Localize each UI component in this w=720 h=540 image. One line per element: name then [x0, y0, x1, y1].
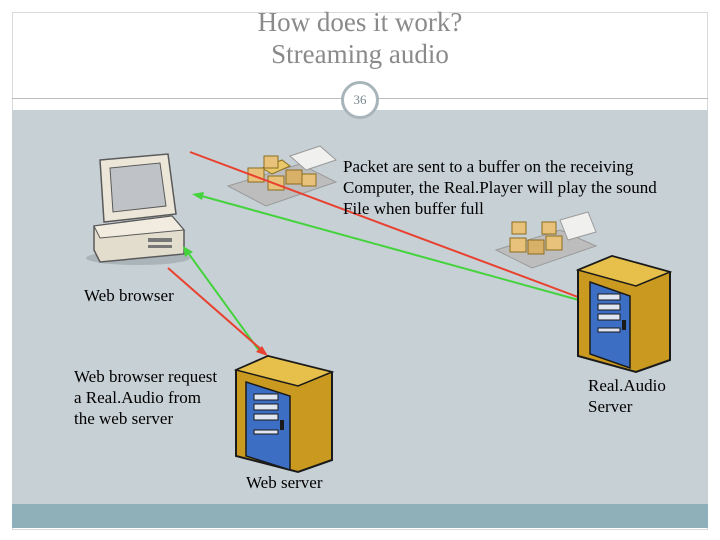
- desktop-computer-icon: [86, 153, 190, 265]
- packets-icon-middle: [494, 211, 598, 269]
- webserver-arrow-head: [183, 246, 193, 257]
- realaudio-server-label: Real.Audio Server: [588, 375, 666, 417]
- slide-title: How does it work? Streaming audio: [0, 6, 720, 70]
- browser-to-webserver-head: [256, 346, 268, 356]
- request-note-line-3: the web server: [74, 409, 174, 428]
- request-note-line-1: Web browser request: [74, 367, 218, 386]
- stream-to-browser-arrow: [197, 194, 587, 303]
- request-to-realaudio-arrow: [189, 151, 587, 301]
- title-line-1: How does it work?: [257, 7, 463, 37]
- web-server-icon: [233, 354, 335, 474]
- slide-number-badge: 36: [341, 81, 379, 119]
- packet-note: Packet are sent to a buffer on the recei…: [343, 156, 657, 219]
- stream-arrow-head: [192, 192, 204, 200]
- request-note-line-2: a Real.Audio from: [74, 388, 201, 407]
- realaudio-server-icon: [575, 254, 673, 374]
- title-line-2: Streaming audio: [271, 39, 449, 69]
- realaudio-label-line-2: Server: [588, 397, 633, 416]
- web-server-label: Web server: [246, 473, 323, 492]
- webserver-to-browser-arrow: [185, 249, 261, 353]
- request-note: Web browser request a Real.Audio from th…: [74, 366, 217, 429]
- packet-note-line-3: File when buffer full: [343, 199, 484, 218]
- web-browser-label: Web browser: [84, 286, 174, 305]
- footer-bar: [12, 504, 708, 528]
- packet-note-line-2: Computer, the Real.Player will play the …: [343, 178, 657, 197]
- browser-to-webserver-arrow: [167, 267, 265, 353]
- realaudio-label-line-1: Real.Audio: [588, 376, 666, 395]
- packets-icon-top: [226, 145, 338, 207]
- packet-note-line-1: Packet are sent to a buffer on the recei…: [343, 157, 634, 176]
